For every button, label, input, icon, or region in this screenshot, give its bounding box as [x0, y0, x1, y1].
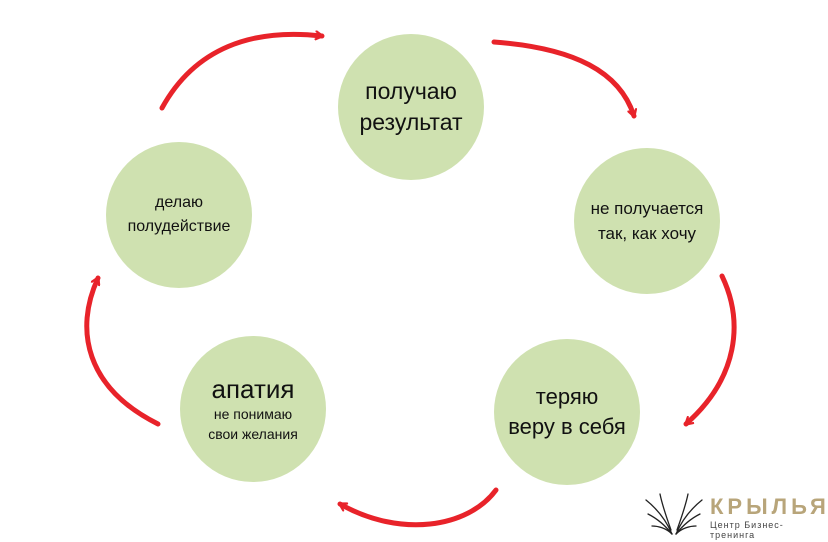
node-half-action-line1: делаю [155, 194, 203, 211]
node-apathy-line1: не понимаю [213, 406, 293, 422]
wings-icon [645, 493, 703, 535]
node-apathy-line2: свои желания [208, 426, 298, 442]
arrow-half-to-result [159, 34, 325, 111]
arrow-result-to-notworking [491, 39, 634, 119]
arrow-faith-to-apathy [337, 487, 499, 528]
node-lose-faith-line1: теряю [535, 384, 599, 409]
node-not-working: не получается так, как хочу [574, 148, 720, 294]
node-result: получаю результат [338, 34, 484, 180]
logo-name: КРЫЛЬЯ [710, 494, 828, 519]
logo-tagline: Центр Бизнес-тренинга [710, 520, 784, 540]
arrow-apathy-to-half [84, 275, 161, 427]
node-lose-faith: теряю веру в себя [494, 339, 640, 485]
node-result-line2: результат [359, 109, 463, 135]
node-not-working-line2: так, как хочу [597, 224, 697, 243]
arrow-notworking-to-faith [683, 273, 737, 427]
node-apathy: апатия не понимаю свои желания [180, 336, 326, 482]
node-lose-faith-line2: веру в себя [508, 414, 626, 439]
brand-logo: КРЫЛЬЯ Центр Бизнес-тренинга [644, 488, 828, 542]
node-not-working-line1: не получается [590, 199, 704, 218]
node-apathy-title: апатия [211, 374, 295, 404]
node-result-line1: получаю [365, 78, 457, 104]
node-half-action-line2: полудействие [127, 218, 231, 235]
node-half-action: делаю полудействие [106, 142, 252, 288]
